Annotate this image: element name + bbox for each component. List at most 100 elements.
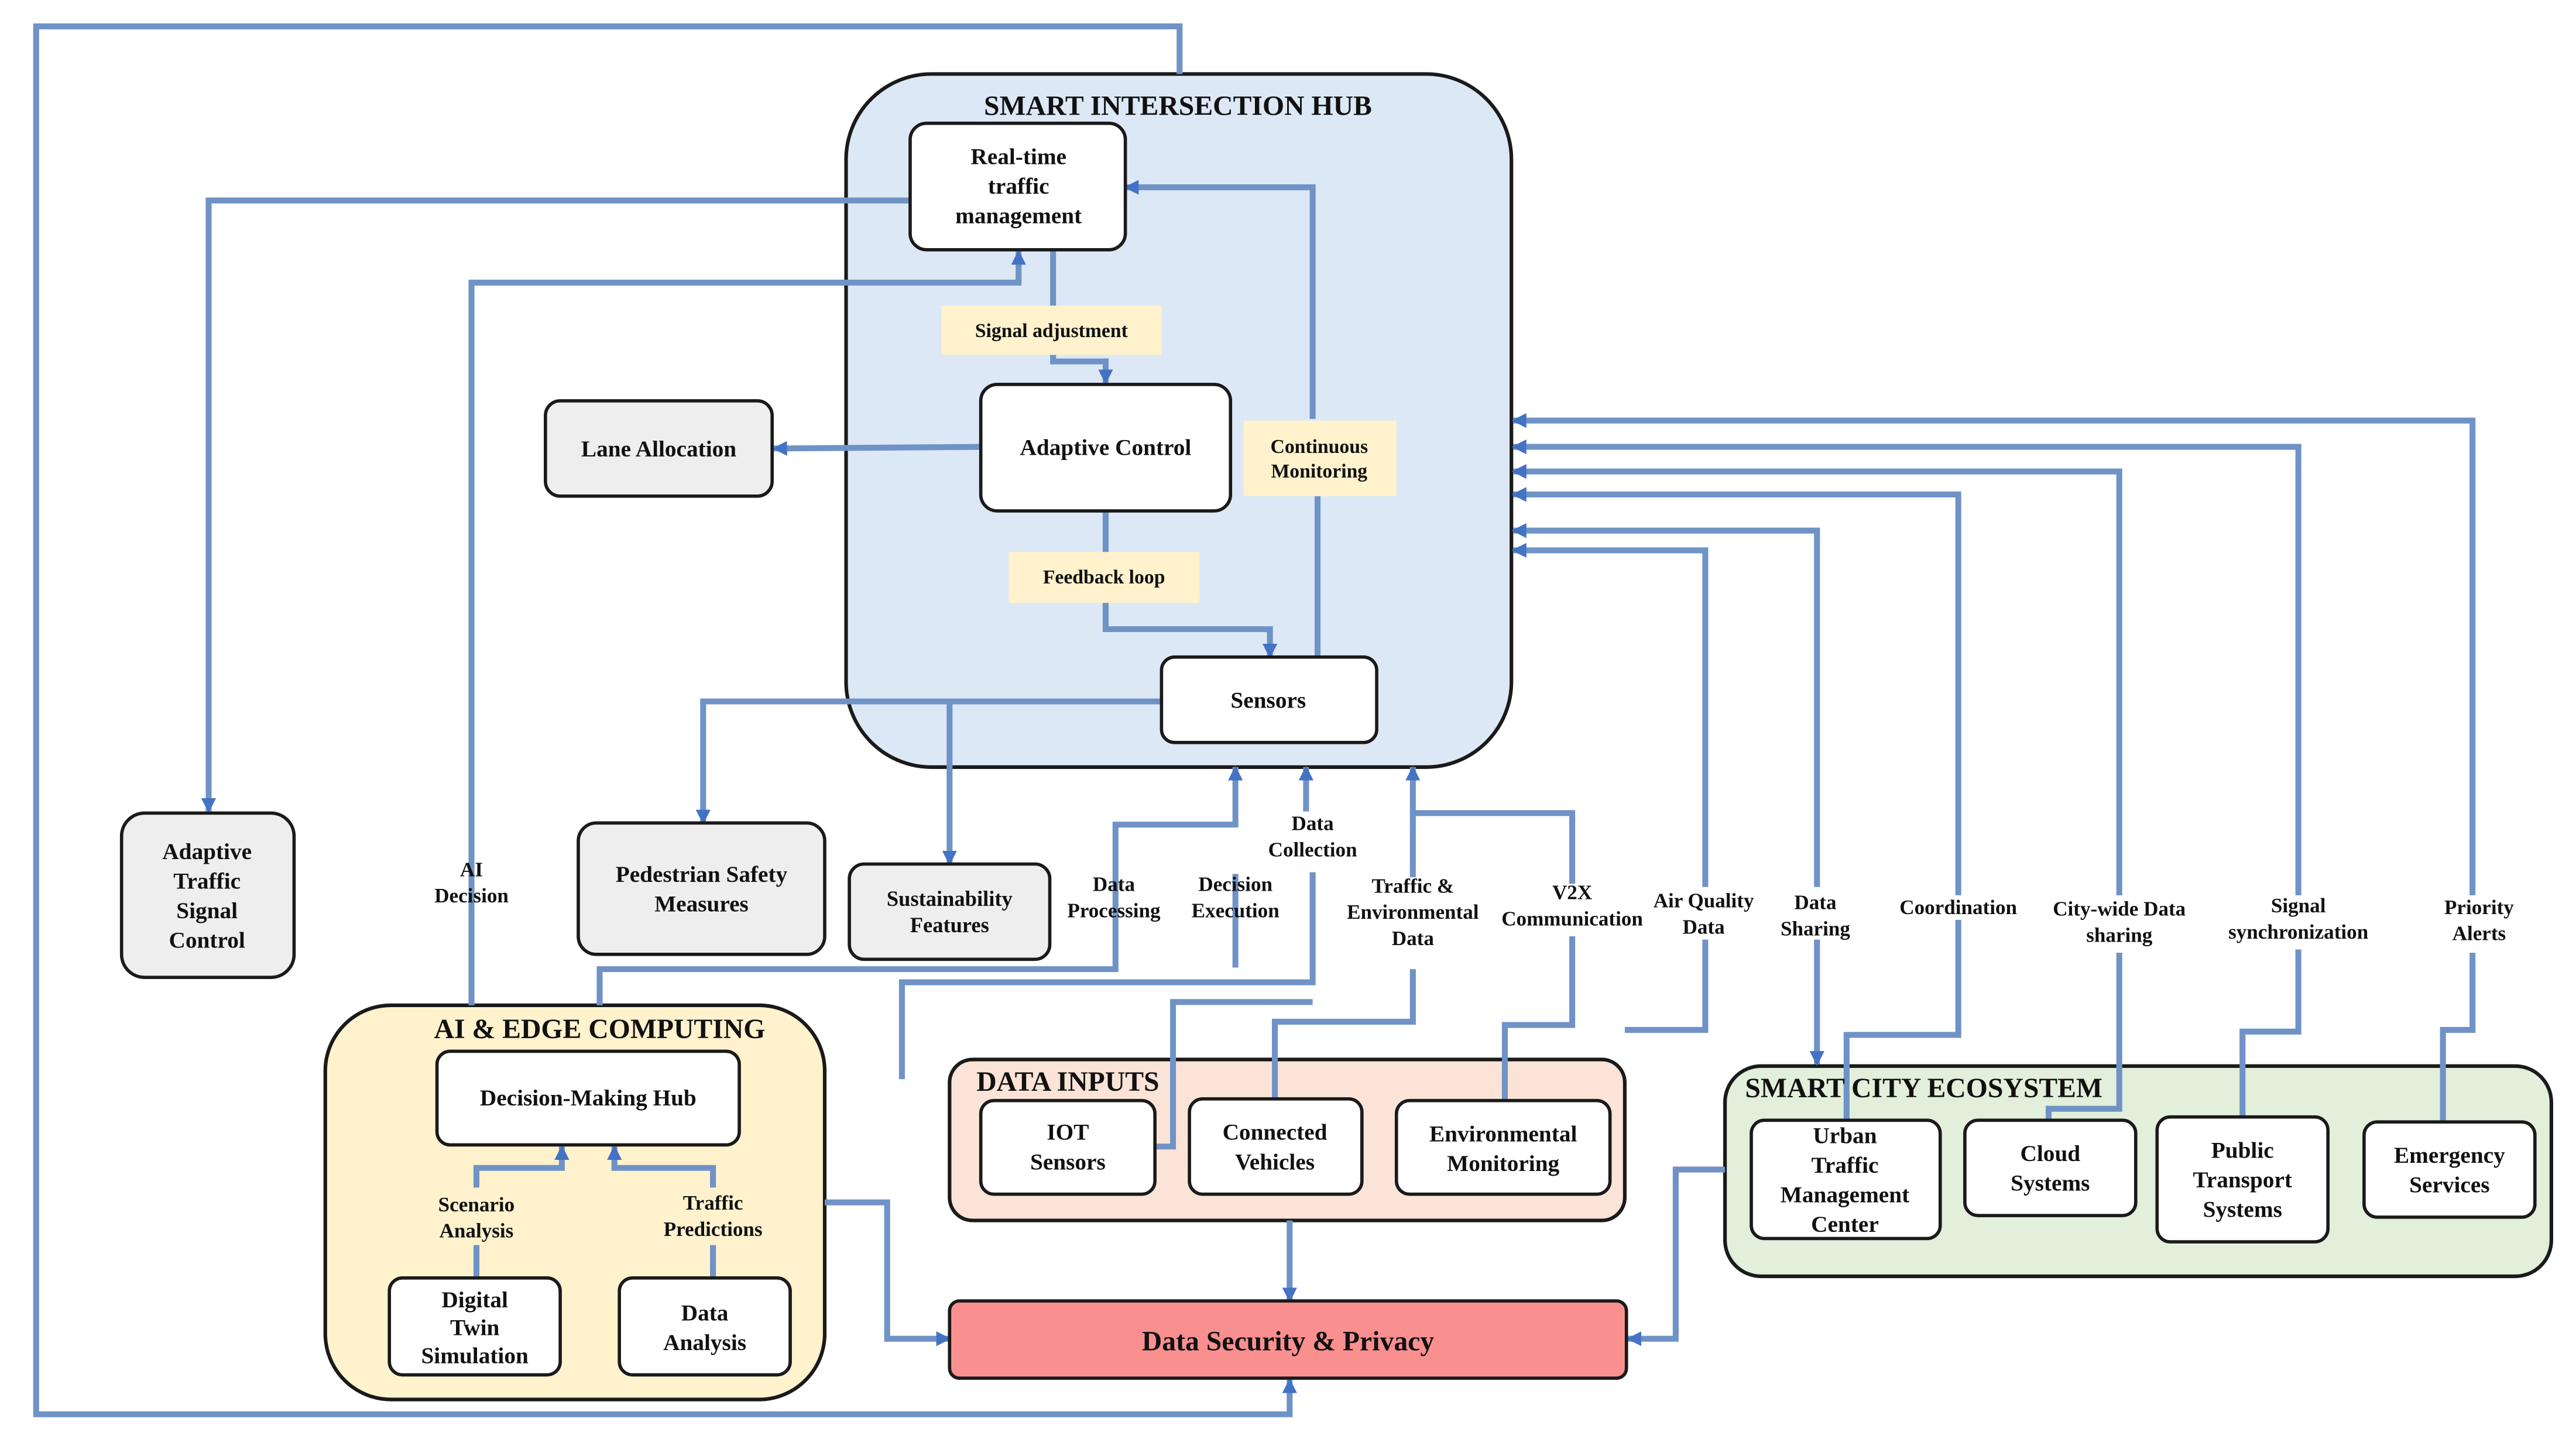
label-decision-execution-line: Execution — [1192, 899, 1280, 922]
smart-city-ecosystem-title: SMART CITY ECOSYSTEM — [1745, 1073, 2102, 1104]
node-digital-twin-simulation-line: Twin — [450, 1316, 500, 1341]
label-v2x-communication-line: V2X — [1552, 881, 1592, 904]
node-emergency-services-line: Services — [2409, 1173, 2489, 1198]
node-emergency-services-line: Emergency — [2394, 1143, 2505, 1168]
data-inputs-title: DATA INPUTS — [976, 1066, 1159, 1097]
ai-edge-computing-title: AI & EDGE COMPUTING — [434, 1014, 766, 1045]
label-data-processing-line: Processing — [1067, 899, 1161, 922]
node-adaptive-traffic-signal-control-line: Traffic — [173, 868, 241, 894]
node-data-analysis-line: Data — [681, 1300, 729, 1325]
tag-feedback-loop-line: Feedback loop — [1043, 566, 1165, 588]
label-city-wide-data-sharing-line: sharing — [2086, 924, 2153, 947]
node-pedestrian-safety-measures-line: Pedestrian Safety — [616, 862, 788, 887]
label-data-sharing-line: Sharing — [1781, 917, 1850, 940]
node-digital-twin-simulation-line: Digital — [441, 1287, 508, 1313]
node-iot-sensors-line: IOT — [1047, 1120, 1089, 1145]
node-cloud-systems-line: Systems — [2011, 1171, 2090, 1196]
label-ai-decision-line: AI — [460, 858, 483, 881]
label-city-wide-data-sharing-line: City-wide Data — [2053, 898, 2186, 921]
node-sustainability-features-line: Sustainability — [887, 887, 1013, 911]
node-sensors-line: Sensors — [1230, 688, 1306, 713]
node-cloud-systems-line: Cloud — [2021, 1141, 2081, 1166]
label-traffic-predictions-line: Predictions — [664, 1218, 763, 1241]
connectors — [33, 23, 2476, 1417]
node-adaptive-traffic-signal-control-line: Control — [169, 928, 245, 953]
node-data-security-privacy[interactable]: Data Security & Privacy — [948, 1299, 1628, 1380]
svg-text:Decision-Making Hub: Decision-Making Hub — [480, 1086, 697, 1111]
node-adaptive-traffic-signal-control-line: Signal — [176, 898, 238, 923]
node-lane-allocation-line: Lane Allocation — [581, 437, 736, 462]
label-traffic-environmental-data-line: Environmental — [1347, 901, 1479, 923]
node-sustainability-features-line: Features — [910, 913, 989, 937]
node-environmental-monitoring-line: Monitoring — [1447, 1151, 1559, 1176]
label-decision-execution-line: Decision — [1198, 873, 1272, 896]
node-environmental-monitoring-line: Environmental — [1429, 1122, 1577, 1147]
node-decision-making-hub[interactable]: Decision-Making Hub — [435, 1049, 741, 1147]
tag-continuous-monitoring-line: Monitoring — [1271, 461, 1368, 482]
node-decision-making-hub-line: Decision-Making Hub — [480, 1086, 697, 1111]
label-traffic-environmental-data-line: Traffic & — [1372, 874, 1455, 897]
svg-text:Adaptive Control: Adaptive Control — [1020, 435, 1192, 460]
node-connected-vehicles-line: Connected — [1223, 1120, 1328, 1145]
node-urban-traffic-management-center-line: Urban — [1813, 1123, 1877, 1148]
label-ai-decision: AI Decision — [434, 858, 509, 907]
tag-signal-adjustment: Signal adjustment — [941, 305, 1162, 355]
svg-text:Lane Allocation: Lane Allocation — [581, 437, 736, 462]
node-adaptive-control-line: Adaptive Control — [1020, 435, 1192, 460]
label-scenario-analysis-line: Analysis — [440, 1220, 514, 1242]
svg-text:Data Security & Privacy: Data Security & Privacy — [1142, 1325, 1435, 1356]
node-digital-twin-simulation-line: Simulation — [421, 1343, 529, 1368]
label-priority-alerts-line: Priority — [2444, 896, 2514, 919]
svg-text:Signal adjustment: Signal adjustment — [975, 320, 1128, 342]
node-public-transport-systems-line: Transport — [2193, 1167, 2292, 1193]
label-signal-synchronization: Signal synchronization — [2228, 894, 2368, 943]
label-v2x-communication-line: Communication — [1501, 907, 1643, 930]
node-urban-traffic-management-center-line: Center — [1811, 1212, 1879, 1237]
node-lane-allocation[interactable]: Lane Allocation — [544, 399, 774, 498]
node-public-transport-systems-line: Systems — [2203, 1197, 2282, 1222]
label-signal-synchronization-line: synchronization — [2228, 921, 2368, 943]
label-data-processing-line: Data — [1093, 873, 1136, 896]
node-urban-traffic-management-center-line: Management — [1781, 1182, 1909, 1207]
node-adaptive-control[interactable]: Adaptive Control — [979, 383, 1233, 513]
node-real-time-traffic-management-line: traffic — [988, 174, 1049, 199]
label-ai-decision-line: Decision — [434, 884, 509, 907]
label-data-collection-line: Data — [1292, 812, 1335, 835]
label-scenario-analysis-line: Scenario — [438, 1193, 515, 1216]
svg-text:Sensors: Sensors — [1230, 688, 1306, 713]
label-traffic-predictions-line: Traffic — [683, 1191, 743, 1214]
label-priority-alerts-line: Alerts — [2452, 922, 2506, 945]
label-signal-synchronization-line: Signal — [2271, 894, 2326, 917]
node-connected-vehicles-line: Vehicles — [1235, 1149, 1315, 1174]
node-sensors[interactable]: Sensors — [1160, 655, 1378, 744]
